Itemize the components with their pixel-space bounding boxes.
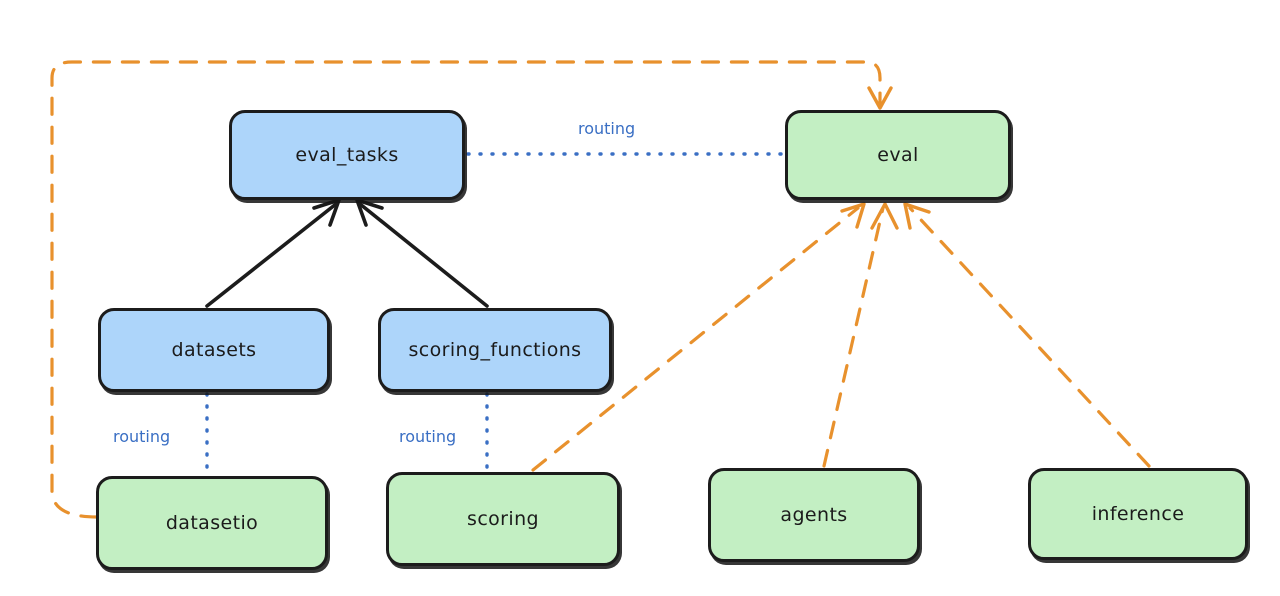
node-label: datasetio	[165, 512, 259, 534]
edge-label-routing-datasets-datasetio: routing	[113, 427, 171, 446]
arrowhead-icon	[867, 86, 893, 110]
node-scoring[interactable]: scoring	[386, 472, 620, 566]
node-label: eval	[877, 144, 919, 166]
arrowhead-icon	[870, 202, 899, 230]
edge-scoring_functions-to-eval_tasks	[355, 198, 489, 308]
node-inference[interactable]: inference	[1028, 468, 1248, 560]
node-agents[interactable]: agents	[708, 468, 920, 562]
node-eval[interactable]: eval	[785, 110, 1011, 200]
edge-datasets-to-eval_tasks	[205, 198, 341, 308]
node-label: scoring	[467, 508, 539, 530]
edge-scoring-to-eval	[531, 202, 866, 472]
edge-datasetio-to-eval	[50, 60, 893, 519]
node-label: datasets	[171, 339, 257, 361]
arrowhead-icon	[903, 202, 931, 230]
node-label: scoring_functions	[408, 339, 582, 361]
edge-label-routing-eval-tasks-eval: routing	[578, 119, 636, 138]
edge-label-routing-scoring-functions-scoring: routing	[399, 427, 457, 446]
arrowhead-icon	[355, 198, 384, 227]
node-scoring-functions[interactable]: scoring_functions	[378, 308, 612, 392]
node-label: eval_tasks	[295, 144, 399, 166]
edge-inference-to-eval	[903, 202, 1151, 468]
edge-agents-to-eval	[822, 202, 899, 468]
arrowhead-icon	[840, 202, 866, 229]
node-datasetio[interactable]: datasetio	[96, 476, 328, 570]
node-eval-tasks[interactable]: eval_tasks	[229, 110, 465, 200]
node-label: agents	[780, 504, 848, 526]
arrowhead-icon	[312, 198, 341, 227]
node-label: inference	[1091, 503, 1185, 525]
node-datasets[interactable]: datasets	[98, 308, 330, 392]
